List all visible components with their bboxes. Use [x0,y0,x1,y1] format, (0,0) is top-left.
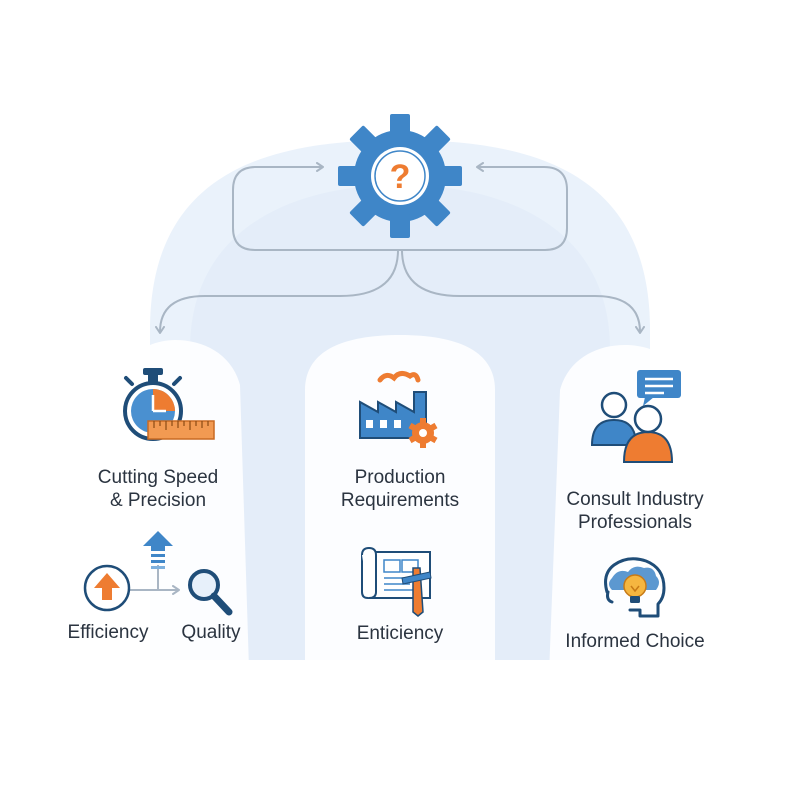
magnifier-icon [188,569,233,616]
left-loop-arrow [232,162,398,251]
middle-sub-label: Enticiency [356,623,444,644]
production-requirements-title-line1: Production [354,467,446,488]
efficiency-label: Efficiency [67,622,149,643]
production-requirements-title: Production Requirements [318,466,482,512]
consult-professionals-title-line2: Professionals [577,512,693,533]
connector-to-right [401,249,645,334]
informed-choice-label: Informed Choice [565,631,705,652]
right-loop-arrow [398,162,568,251]
gear-question-icon: ? [338,114,462,238]
background-shapes [118,140,682,700]
blueprint-tools-icon [361,546,432,617]
consult-professionals-title-line1: Consult Industry [566,489,704,510]
cutting-speed-title-line1: Cutting Speed [97,467,219,488]
arrow-up-circle-icon [83,564,131,612]
consult-professionals-title: Consult Industry Professionals [545,488,725,534]
cutting-speed-title: Cutting Speed & Precision [78,466,238,512]
quality-label: Quality [181,622,241,643]
up-arrow-icon [143,531,173,569]
production-requirements-title-line2: Requirements [340,490,460,511]
factory-gear-icon [359,370,438,448]
question-mark: ? [390,158,411,196]
connectors [130,162,645,595]
head-lightbulb-icon [604,557,666,618]
connector-to-left [155,249,399,334]
people-chat-icon [590,370,681,463]
stopwatch-ruler-icon [123,368,215,441]
cutting-speed-title-line2: & Precision [109,490,207,511]
middle-column-panel [305,335,495,700]
